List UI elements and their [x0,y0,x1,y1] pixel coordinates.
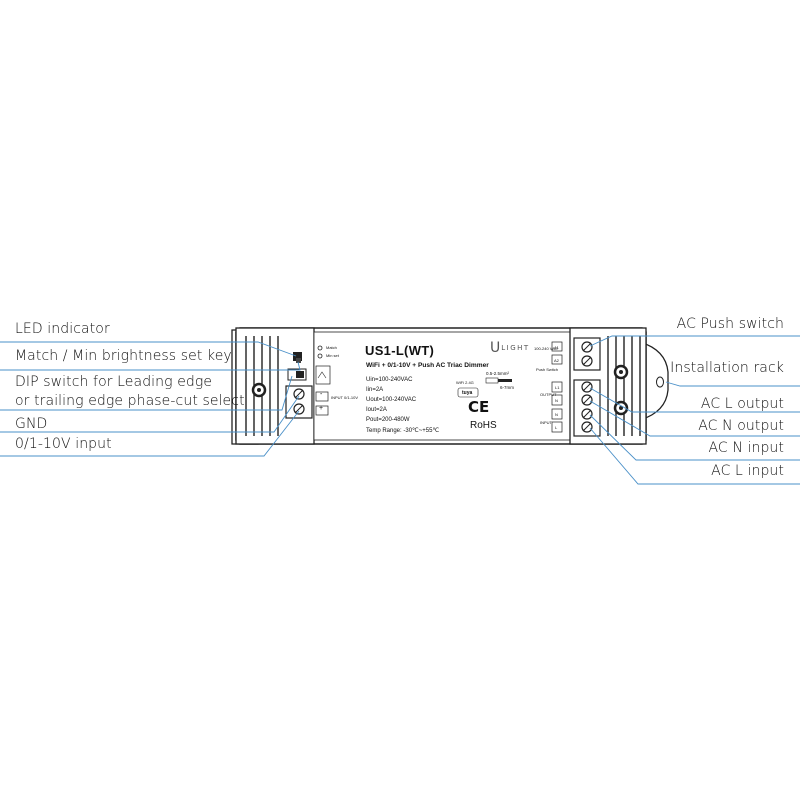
n-in-label: N [555,412,558,417]
push-switch-caption: Push Switch [536,367,559,372]
output-label: OUTPUT [540,392,557,397]
model-subtitle: WiFi + 0/1-10V + Push AC Triac Dimmer [366,362,489,369]
callout-ac-n-input: AC N input [708,440,784,456]
rack-hole [656,376,664,388]
brand-logo: ULIGHT [490,340,530,356]
tuya-label: tuya [462,390,473,396]
ce-mark: CE [468,398,490,416]
input-label: INPUT [540,420,552,425]
callout-match-key: Match / Min brightness set key [15,348,232,364]
callout-ac-l-input: AC L input [711,463,784,479]
l-in-label: L [555,425,558,430]
callout-ac-push-switch: AC Push switch [676,316,784,332]
rohs-mark: RoHS [470,420,497,431]
push-switch-voltage: 100-240 VAC [534,346,558,351]
callout-ac-l-output: AC L output [700,396,784,412]
spec-uin: Uin=100-240VAC [366,377,413,383]
led-indicator-icon [293,352,302,361]
minus-sign: - [320,391,323,398]
spec-iin: Iin=2A [366,387,384,393]
n-out-label: N [555,398,558,403]
l1-label: L1 [555,385,560,390]
right-end-cap-ribs [607,336,641,436]
plus-sign: + [319,405,324,412]
callout-dip-switch-line1: DIP switch for Leading edge [15,374,213,390]
spec-pout: Pout=200-480W [366,417,410,423]
label-panel [313,331,571,441]
wifi-label: WiFi 2.4G [456,380,474,385]
brand-u: U [490,340,502,356]
wire-strip-label: 0.5-2.5mm² [486,371,510,376]
spec-temp: Temp Range: -30℃~+55℃ [366,428,440,434]
a1-label: A1 [554,345,559,350]
match-label: Match [326,345,337,350]
spec-uout: Uout=100-240VAC [366,397,417,403]
callout-dip-switch-line2: or trailing edge phase-cut select [15,393,245,409]
a2-label: A2 [554,358,559,363]
wire-length-label: 6-7mm [500,385,515,390]
brand-light: LIGHT [501,344,530,352]
model-title: US1-L(WT) [365,343,435,358]
callout-0-10v-input: 0/1-10V input [15,436,112,452]
leader-lines-left [0,341,301,457]
match-key-icon [296,358,301,363]
callout-gnd: GND [15,416,48,432]
left-input-label: INPUT 0/1-10V [331,395,359,400]
min-set-label: Min set [326,353,339,358]
callout-led-indicator: LED indicator [15,321,110,337]
spec-iout: Iout=2A [366,407,387,413]
callout-installation-rack: Installation rack [670,360,784,376]
callout-ac-n-output: AC N output [698,418,784,434]
leader-lines-right [589,335,800,485]
